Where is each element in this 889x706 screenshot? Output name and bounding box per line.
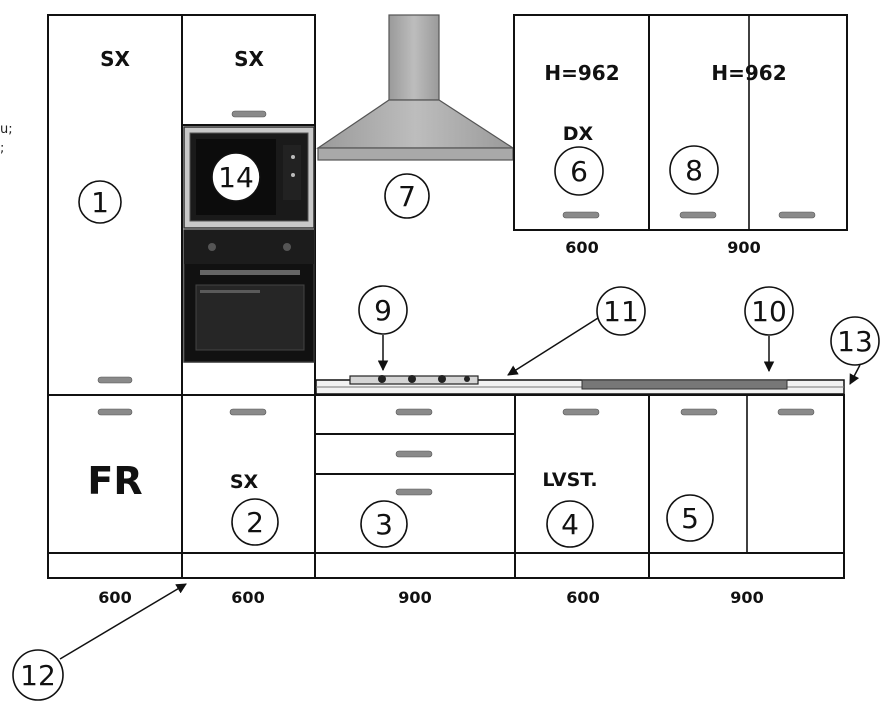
svg-text:9: 9 xyxy=(374,294,392,327)
tall-cabinet-2-label: SX xyxy=(234,47,264,71)
callout-2: 2 xyxy=(231,498,279,546)
tall-cabinet-2-handle xyxy=(231,110,267,118)
wall-cabinet-2-handle xyxy=(679,211,717,219)
svg-text:14: 14 xyxy=(218,161,254,194)
svg-text:7: 7 xyxy=(398,180,416,213)
svg-text:5: 5 xyxy=(681,502,699,535)
callout-8: 8 xyxy=(669,145,719,195)
callout-11: 11 xyxy=(596,286,646,336)
callout-3: 3 xyxy=(360,500,408,548)
base-cabinet-2-label: SX xyxy=(230,471,259,493)
edge-text-1: u; xyxy=(0,122,13,137)
wall-cabinets xyxy=(513,14,848,231)
dim-wall-1: 600 xyxy=(565,238,598,257)
callout-14: 14 xyxy=(211,152,261,202)
base-cabinet-fridge-label: FR xyxy=(87,459,142,503)
plinth xyxy=(47,552,845,579)
arrow-12 xyxy=(59,583,187,660)
callout-12: 12 xyxy=(12,649,64,701)
callout-4: 4 xyxy=(546,500,594,548)
extractor-hood xyxy=(316,14,516,161)
svg-text:2: 2 xyxy=(246,506,264,539)
dim-base-2: 600 xyxy=(231,588,264,607)
callout-13: 13 xyxy=(830,316,880,366)
arrow-11 xyxy=(507,317,599,376)
wall-cabinet-2-height: H=962 xyxy=(711,61,786,85)
callout-7: 7 xyxy=(384,173,430,219)
wall-cabinet-1-handle xyxy=(562,211,600,219)
dim-base-3: 900 xyxy=(398,588,431,607)
arrow-13 xyxy=(849,364,861,385)
callout-6: 6 xyxy=(554,146,604,196)
dim-wall-2: 900 xyxy=(727,238,760,257)
wall-cabinet-1-direction: DX xyxy=(563,123,594,145)
svg-text:11: 11 xyxy=(603,295,639,328)
callout-5: 5 xyxy=(666,494,714,542)
base-cabinet-dishwasher-label: LVST. xyxy=(542,469,597,491)
gas-hob xyxy=(349,375,479,385)
callout-10: 10 xyxy=(744,286,794,336)
svg-text:4: 4 xyxy=(561,508,579,541)
callout-9: 9 xyxy=(358,285,408,335)
wall-cabinet-3-handle xyxy=(778,211,816,219)
tall-cabinet-2-top xyxy=(181,14,316,126)
callout-1: 1 xyxy=(78,180,122,224)
tall-cabinet-1-handle xyxy=(97,376,133,384)
wall-cabinet-1-height: H=962 xyxy=(544,61,619,85)
svg-text:6: 6 xyxy=(570,155,588,188)
svg-text:13: 13 xyxy=(837,325,873,358)
edge-text-2: ; xyxy=(0,141,4,156)
dim-base-5: 900 xyxy=(730,588,763,607)
microwave xyxy=(183,126,315,229)
svg-text:12: 12 xyxy=(20,659,56,692)
svg-text:10: 10 xyxy=(751,295,787,328)
svg-text:8: 8 xyxy=(685,154,703,187)
svg-text:1: 1 xyxy=(91,186,109,219)
dim-base-4: 600 xyxy=(566,588,599,607)
dim-base-1: 600 xyxy=(98,588,131,607)
tall-cabinet-1-label: SX xyxy=(100,47,130,71)
oven xyxy=(183,229,315,363)
backsplash-strip xyxy=(581,379,788,390)
svg-text:3: 3 xyxy=(375,508,393,541)
